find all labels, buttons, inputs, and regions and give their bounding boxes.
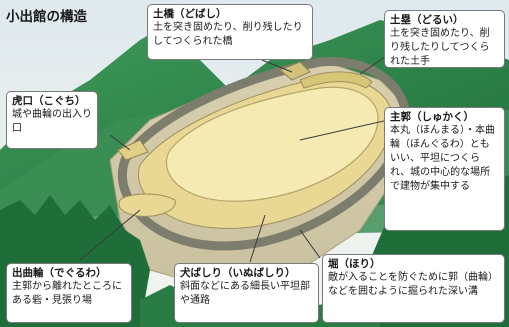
label-hori-term: 堀（ほり） xyxy=(328,258,381,270)
label-dorui: 土塁（どるい） 土を突き固めたり、削り残したりしてつくられた土手 xyxy=(384,10,505,68)
label-degurewa-term: 出曲輪（でぐるわ） xyxy=(12,267,107,279)
label-shukaku-desc: 本丸（ほんまる）・本曲輪（ほんぐるわ）ともいい、平坦につくられ、城の中心的な場所… xyxy=(390,125,495,192)
earthwork-rampart xyxy=(299,71,373,89)
main-bailey-plateau xyxy=(165,86,379,202)
leader-degurewa xyxy=(79,209,141,261)
outer-bailey xyxy=(118,193,176,217)
label-inubashiri-term: 犬ばしり（いぬばしり） xyxy=(180,267,296,279)
diagram-title: 小出館の構造 xyxy=(6,9,87,25)
label-dobashi-desc: 土を突き固めたり、削り残したりしてつくられた橋 xyxy=(153,22,303,47)
leader-inubashiri xyxy=(249,214,266,263)
leader-koguchi xyxy=(109,134,131,151)
label-shukaku: 主郭（しゅかく） 本丸（ほんまる）・本曲輪（ほんぐるわ）ともいい、平坦につくられ… xyxy=(384,107,505,231)
label-hori-desc: 敵が入ることを防ぐために郭（曲輪）などを囲むように掘られた深い溝 xyxy=(328,272,498,297)
label-hori: 堀（ほり） 敵が入ることを防ぐために郭（曲輪）などを囲むように掘られた深い溝 xyxy=(322,254,505,323)
leader-dorui xyxy=(359,54,389,75)
leader-dobashi xyxy=(261,59,293,73)
earth-bridge xyxy=(279,61,311,81)
label-koguchi-desc: 城や曲輪の出入り口 xyxy=(12,109,92,134)
label-koguchi: 虎口（こぐち） 城や曲輪の出入り口 xyxy=(6,91,98,149)
entrance-gate xyxy=(117,139,149,161)
label-dorui-term: 土塁（どるい） xyxy=(390,14,464,26)
label-koguchi-term: 虎口（こぐち） xyxy=(12,95,86,107)
label-inubashiri-desc: 斜面などにある細長い平坦部や通路 xyxy=(180,281,310,306)
label-dobashi-term: 土橋（どばし） xyxy=(153,8,227,20)
label-shukaku-term: 主郭（しゅかく） xyxy=(390,111,474,123)
label-dobashi: 土橋（どばし） 土を突き固めたり、削り残したりしてつくられた橋 xyxy=(147,4,313,60)
label-degurewa-desc: 主郭から離れたところにある砦・見張り場 xyxy=(12,281,122,306)
leader-hori xyxy=(299,229,321,259)
leader-shukaku xyxy=(299,119,389,141)
label-degurewa: 出曲輪（でぐるわ） 主郭から離れたところにある砦・見張り場 xyxy=(6,263,132,323)
label-dorui-desc: 土を突き固めたり、削り残したりしてつくられた土手 xyxy=(390,28,490,67)
label-inubashiri: 犬ばしり（いぬばしり） 斜面などにある細長い平坦部や通路 xyxy=(174,263,319,323)
